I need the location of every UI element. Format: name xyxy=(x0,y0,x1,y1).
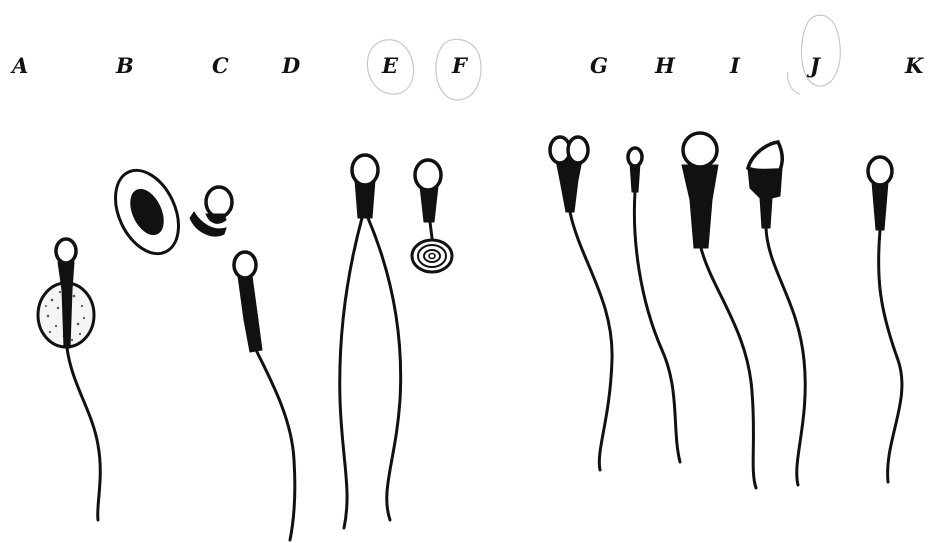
midpiece xyxy=(556,160,582,212)
sperm-a xyxy=(38,239,100,520)
sperm-e xyxy=(340,155,401,528)
label-b: B xyxy=(115,53,134,78)
midpiece xyxy=(206,214,226,223)
tail xyxy=(766,228,805,485)
stray-mark xyxy=(788,72,800,94)
midpiece xyxy=(682,165,718,248)
sperm-d xyxy=(234,252,295,540)
sperm-j xyxy=(748,142,805,485)
head xyxy=(415,160,441,190)
sperm-i xyxy=(682,133,756,488)
label-k: K xyxy=(904,53,924,78)
head xyxy=(352,155,378,185)
label-f: F xyxy=(451,53,469,78)
label-j: J xyxy=(806,53,822,78)
head xyxy=(748,142,782,171)
midpiece xyxy=(238,276,262,352)
midpiece xyxy=(872,182,888,230)
label-g: G xyxy=(590,53,608,78)
head xyxy=(56,239,76,263)
tail xyxy=(879,230,902,482)
label-a: A xyxy=(10,53,28,78)
tail-left xyxy=(340,218,362,528)
sperm-f xyxy=(412,160,452,272)
head xyxy=(628,148,642,166)
sperm-k xyxy=(868,157,902,482)
label-h: H xyxy=(654,53,676,78)
tail xyxy=(570,212,612,470)
sperm-c xyxy=(190,187,232,236)
coiled-tail xyxy=(412,240,452,272)
tail xyxy=(430,222,432,238)
sperm-b xyxy=(103,160,191,263)
head xyxy=(868,157,892,185)
label-d: D xyxy=(281,53,301,78)
label-c: C xyxy=(212,53,229,78)
sperm-h xyxy=(628,148,680,462)
tail-right xyxy=(368,218,401,520)
tail xyxy=(67,348,100,520)
head xyxy=(683,133,717,167)
head-right xyxy=(568,137,588,163)
tail xyxy=(701,248,756,488)
tail xyxy=(256,350,295,540)
tail xyxy=(634,192,680,462)
head xyxy=(234,252,256,278)
label-e: E xyxy=(381,53,399,78)
stray-mark xyxy=(801,15,840,86)
sperm-g xyxy=(550,137,612,470)
head xyxy=(206,187,232,217)
label-i: I xyxy=(729,53,741,78)
